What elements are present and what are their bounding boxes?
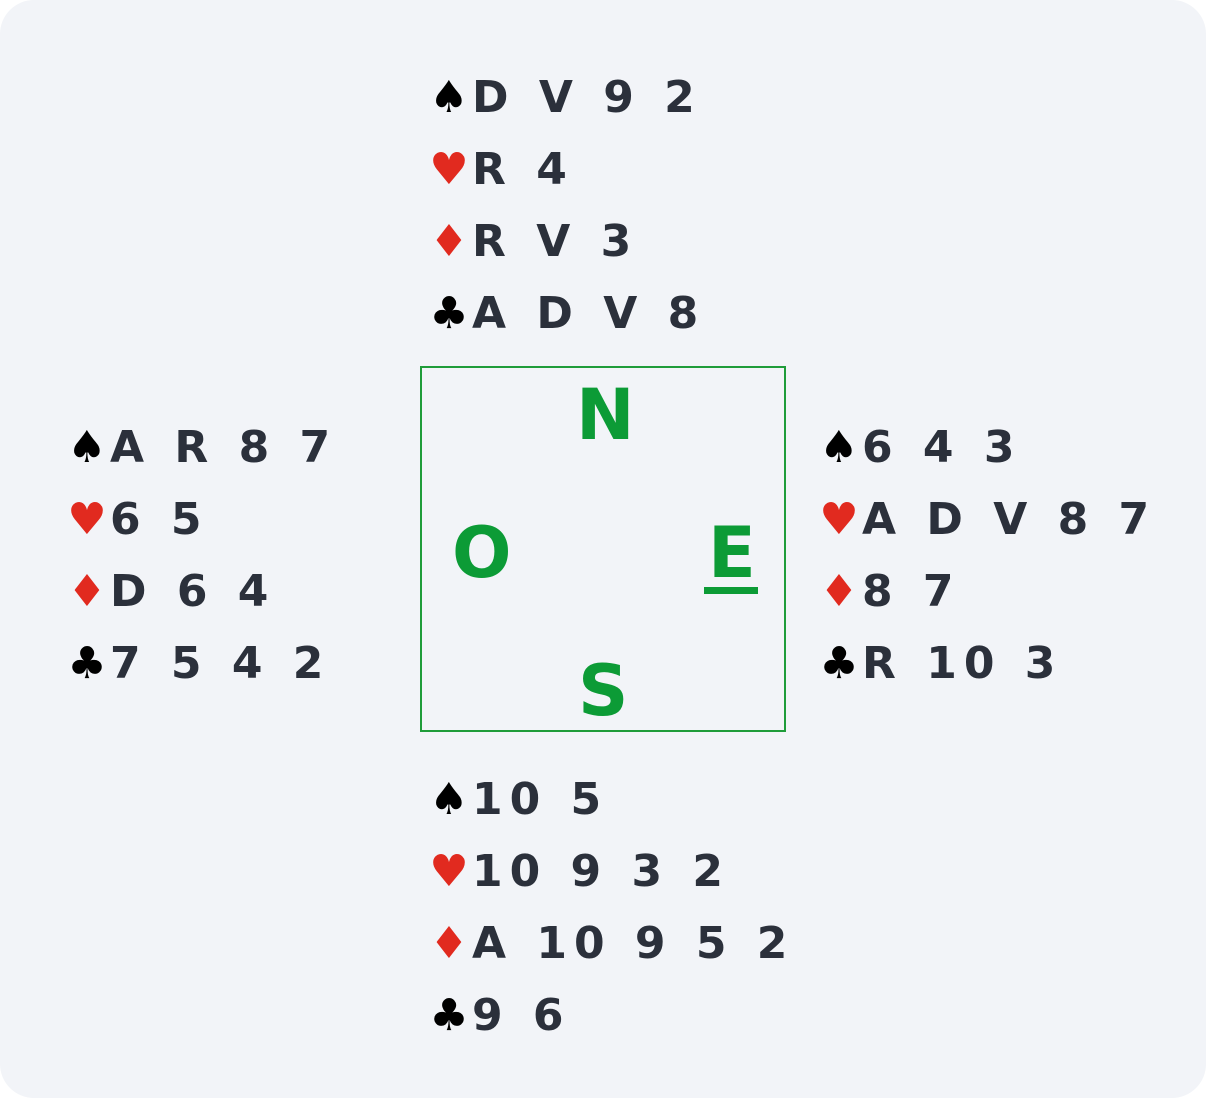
south-spades-row: ♠ 10 5 — [428, 764, 794, 836]
hand-south: ♠ 10 5 ♥ 10 9 3 2 ♦ A 10 9 5 2 ♣ 9 6 — [428, 764, 794, 1052]
east-clubs-row: ♣ R 10 3 — [818, 628, 1156, 700]
compass-south: S — [578, 650, 629, 732]
north-spades-row: ♠ D V 9 2 — [428, 62, 705, 134]
east-hearts-row: ♥ A D V 8 7 — [818, 484, 1156, 556]
spade-icon: ♠ — [819, 422, 859, 473]
compass-east: E — [708, 512, 756, 594]
north-diamonds-cards: R V 3 — [472, 216, 639, 267]
east-hearts-cards: A D V 8 7 — [862, 494, 1157, 545]
north-hearts-cards: R 4 — [472, 144, 574, 195]
west-hearts-row: ♥ 6 5 — [66, 484, 337, 556]
east-diamonds-cards: 8 7 — [862, 566, 961, 617]
east-spades-cards: 6 4 3 — [862, 422, 1022, 473]
compass-box: N O E S — [420, 366, 786, 732]
club-icon: ♣ — [429, 288, 469, 339]
compass-north: N — [576, 374, 635, 456]
spade-icon: ♠ — [429, 774, 469, 825]
west-diamonds-row: ♦ D 6 4 — [66, 556, 337, 628]
east-clubs-cards: R 10 3 — [862, 638, 1063, 689]
club-icon: ♣ — [429, 990, 469, 1041]
dealer-marker — [704, 587, 758, 594]
east-spades-row: ♠ 6 4 3 — [818, 412, 1156, 484]
north-hearts-row: ♥ R 4 — [428, 134, 705, 206]
west-diamonds-cards: D 6 4 — [110, 566, 276, 617]
south-hearts-cards: 10 9 3 2 — [472, 846, 731, 897]
club-icon: ♣ — [819, 638, 859, 689]
west-spades-row: ♠ A R 8 7 — [66, 412, 337, 484]
heart-icon: ♥ — [67, 494, 107, 545]
diamond-icon: ♦ — [429, 216, 469, 267]
spade-icon: ♠ — [67, 422, 107, 473]
north-clubs-cards: A D V 8 — [472, 288, 706, 339]
diamond-icon: ♦ — [819, 566, 859, 617]
north-diamonds-row: ♦ R V 3 — [428, 206, 705, 278]
diamond-icon: ♦ — [429, 918, 469, 969]
north-clubs-row: ♣ A D V 8 — [428, 278, 705, 350]
diamond-icon: ♦ — [67, 566, 107, 617]
heart-icon: ♥ — [429, 144, 469, 195]
south-clubs-cards: 9 6 — [472, 990, 571, 1041]
west-hearts-cards: 6 5 — [110, 494, 209, 545]
west-spades-cards: A R 8 7 — [110, 422, 338, 473]
hand-east: ♠ 6 4 3 ♥ A D V 8 7 ♦ 8 7 ♣ R 10 3 — [818, 412, 1156, 700]
hand-north: ♠ D V 9 2 ♥ R 4 ♦ R V 3 ♣ A D V 8 — [428, 62, 705, 350]
heart-icon: ♥ — [819, 494, 859, 545]
south-spades-cards: 10 5 — [472, 774, 609, 825]
west-clubs-row: ♣ 7 5 4 2 — [66, 628, 337, 700]
club-icon: ♣ — [67, 638, 107, 689]
south-hearts-row: ♥ 10 9 3 2 — [428, 836, 794, 908]
north-spades-cards: D V 9 2 — [472, 72, 702, 123]
hand-west: ♠ A R 8 7 ♥ 6 5 ♦ D 6 4 ♣ 7 5 4 2 — [66, 412, 337, 700]
compass-west: O — [452, 512, 512, 594]
south-diamonds-cards: A 10 9 5 2 — [472, 918, 795, 969]
south-diamonds-row: ♦ A 10 9 5 2 — [428, 908, 794, 980]
west-clubs-cards: 7 5 4 2 — [110, 638, 331, 689]
east-diamonds-row: ♦ 8 7 — [818, 556, 1156, 628]
heart-icon: ♥ — [429, 846, 469, 897]
south-clubs-row: ♣ 9 6 — [428, 980, 794, 1052]
spade-icon: ♠ — [429, 72, 469, 123]
